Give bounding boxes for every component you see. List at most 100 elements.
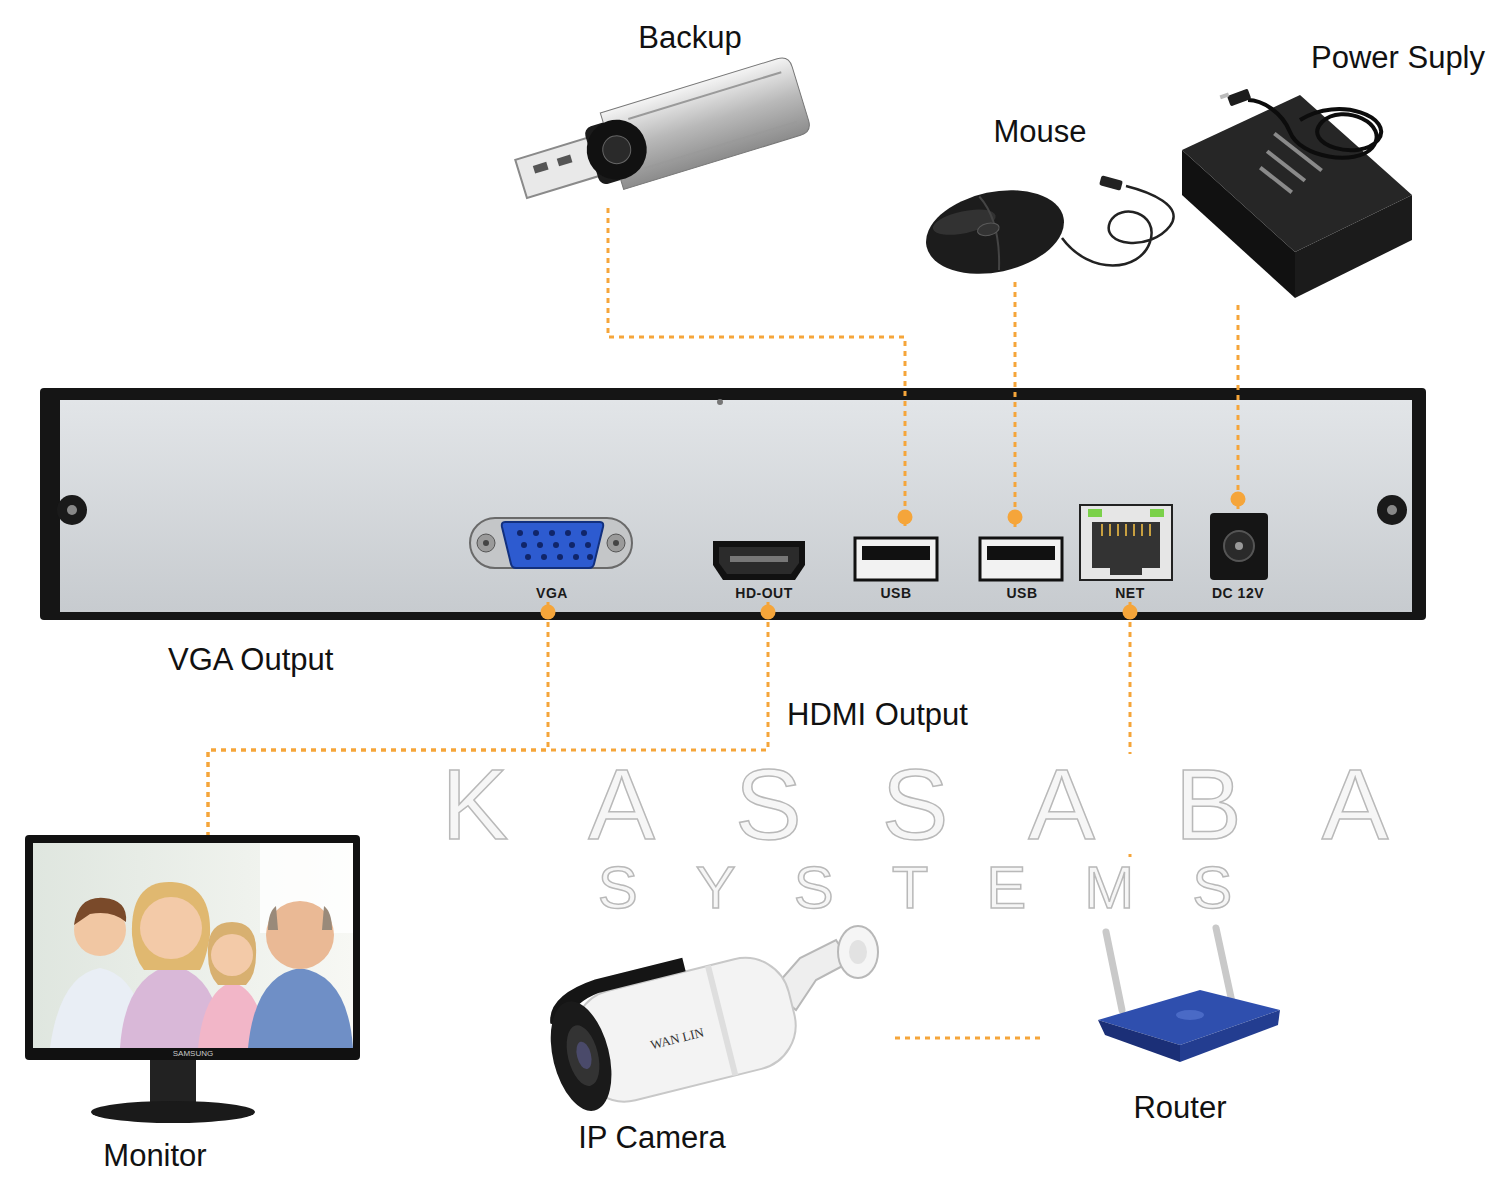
nvr-back-panel-part-part	[1141, 524, 1143, 536]
mouse-illustration-part-part	[918, 178, 1072, 285]
monitor-illustration-part	[91, 1101, 255, 1123]
connection-dot	[898, 510, 913, 525]
port-box: NET	[1080, 502, 1180, 602]
watermark: SYSTEMS	[598, 858, 1291, 918]
connection-dot	[1231, 492, 1246, 507]
nvr-back-panel-part	[1235, 542, 1243, 550]
nvr-back-panel-part-part	[565, 530, 571, 536]
nvr-back-panel-part	[1210, 513, 1268, 580]
nvr-back-panel-part	[60, 400, 1412, 612]
mouse-illustration	[918, 175, 1173, 285]
nvr-back-panel-part	[730, 556, 788, 562]
connection-dot	[541, 605, 556, 620]
nvr-back-panel-part-part	[581, 530, 587, 536]
power-supply-illustration-part	[1248, 100, 1381, 158]
ip-camera-illustration	[537, 926, 878, 1117]
monitor-illustration-part-part	[268, 906, 278, 930]
device-label: Backup	[638, 20, 741, 56]
nvr-back-panel-part-part	[1109, 524, 1111, 536]
router-illustration-part	[1216, 928, 1232, 1002]
mouse-illustration-part-part	[976, 221, 1000, 237]
nvr-back-panel-part-part	[1125, 524, 1127, 536]
monitor-illustration-part-part	[74, 898, 126, 925]
nvr-back-panel-part-part	[533, 530, 539, 536]
monitor-illustration-part	[50, 843, 353, 1048]
ip-camera-illustration-part	[838, 926, 878, 978]
nvr-back-panel-part	[470, 518, 632, 568]
usb-drive-illustration-part	[643, 122, 796, 169]
nvr-back-panel-part-part	[517, 530, 523, 536]
output-label: VGA Output	[168, 642, 333, 678]
ip-camera-illustration-part-part	[561, 1022, 605, 1089]
nvr-back-panel-part	[713, 541, 805, 580]
usb-drive-illustration	[509, 55, 812, 217]
monitor-illustration	[25, 835, 360, 1123]
monitor-illustration-part-part	[140, 897, 202, 959]
mouse-illustration-part	[1099, 175, 1123, 190]
usb-drive-illustration-part	[533, 162, 549, 174]
nvr-back-panel-part	[477, 534, 495, 552]
monitor-illustration-part-part	[322, 906, 332, 930]
dotted-cable	[608, 208, 905, 527]
device-label: IP Camera	[578, 1120, 726, 1156]
ip-camera-illustration-part	[537, 935, 805, 1117]
monitor-illustration-part-part	[211, 934, 253, 976]
nvr-back-panel-part-part	[585, 542, 591, 548]
port-box: HD-OUT	[708, 535, 820, 602]
nvr-back-panel-part	[40, 388, 1426, 620]
nvr-back-panel-part-part	[549, 530, 555, 536]
monitor-illustration-part-part	[248, 968, 353, 1048]
monitor-illustration-part-part	[208, 922, 256, 985]
device-box: IP Camera	[535, 920, 895, 1165]
monitor-illustration-part-part	[266, 901, 334, 969]
port-label: DC 12V	[1212, 585, 1264, 601]
nvr-back-panel-part-part	[553, 542, 559, 548]
router-illustration-part	[1098, 1020, 1180, 1062]
watermark: KASSABA	[442, 754, 1469, 854]
device-label: Power Suply	[1311, 40, 1485, 76]
dotted-cable	[1237, 305, 1240, 509]
brand-mark: SAMSUNG	[173, 1049, 213, 1058]
monitor-illustration-part	[33, 843, 353, 1048]
device-label: Mouse	[993, 114, 1086, 150]
mouse-illustration-part	[1062, 186, 1174, 266]
power-supply-illustration-part	[1220, 92, 1230, 99]
nvr-back-panel-part-part	[525, 554, 531, 560]
nvr-back-panel-part-part	[521, 542, 527, 548]
device-box: Backup	[515, 18, 800, 208]
nvr-back-panel-part	[862, 546, 930, 560]
nvr-back-panel-part	[855, 538, 937, 580]
nvr-back-panel-part	[483, 540, 489, 546]
connection-dot	[1008, 510, 1023, 525]
port-label: HD-OUT	[735, 585, 792, 601]
usb-drive-illustration-part	[599, 132, 634, 167]
nvr-back-panel-part	[613, 540, 619, 546]
ip-camera-illustration-part-part	[705, 965, 738, 1076]
usb-drive-illustration-part	[557, 155, 573, 167]
router-illustration-part	[1176, 1010, 1204, 1020]
usb-drive-illustration-part	[628, 72, 781, 119]
ip-camera-illustration-part	[849, 940, 867, 964]
port-label: NET	[1115, 585, 1145, 601]
power-supply-illustration-part	[1227, 89, 1251, 107]
port-box: DC 12V	[1198, 509, 1278, 602]
nvr-back-panel-part	[67, 505, 77, 515]
nvr-back-panel-part	[57, 495, 87, 525]
nvr-back-panel-part-part	[1149, 524, 1151, 536]
nvr-back-panel-part-part	[1101, 524, 1103, 536]
port-label: USB	[880, 585, 911, 601]
nvr-back-panel-part-part	[1117, 524, 1119, 536]
nvr-back-panel-part-part	[587, 554, 593, 560]
nvr-back-panel-part	[717, 399, 723, 405]
monitor-illustration-part-part	[132, 882, 210, 970]
device-box: Monitor	[20, 835, 365, 1180]
router-illustration	[1098, 928, 1280, 1062]
device-box: Mouse	[920, 110, 1200, 282]
nvr-back-panel-part-part	[1133, 524, 1135, 536]
nvr-back-panel-part	[980, 538, 1062, 580]
port-box: USB	[976, 527, 1068, 602]
nvr-back-panel-part	[987, 546, 1055, 560]
monitor-illustration-part	[25, 835, 360, 1060]
device-label: Router	[1133, 1090, 1226, 1126]
